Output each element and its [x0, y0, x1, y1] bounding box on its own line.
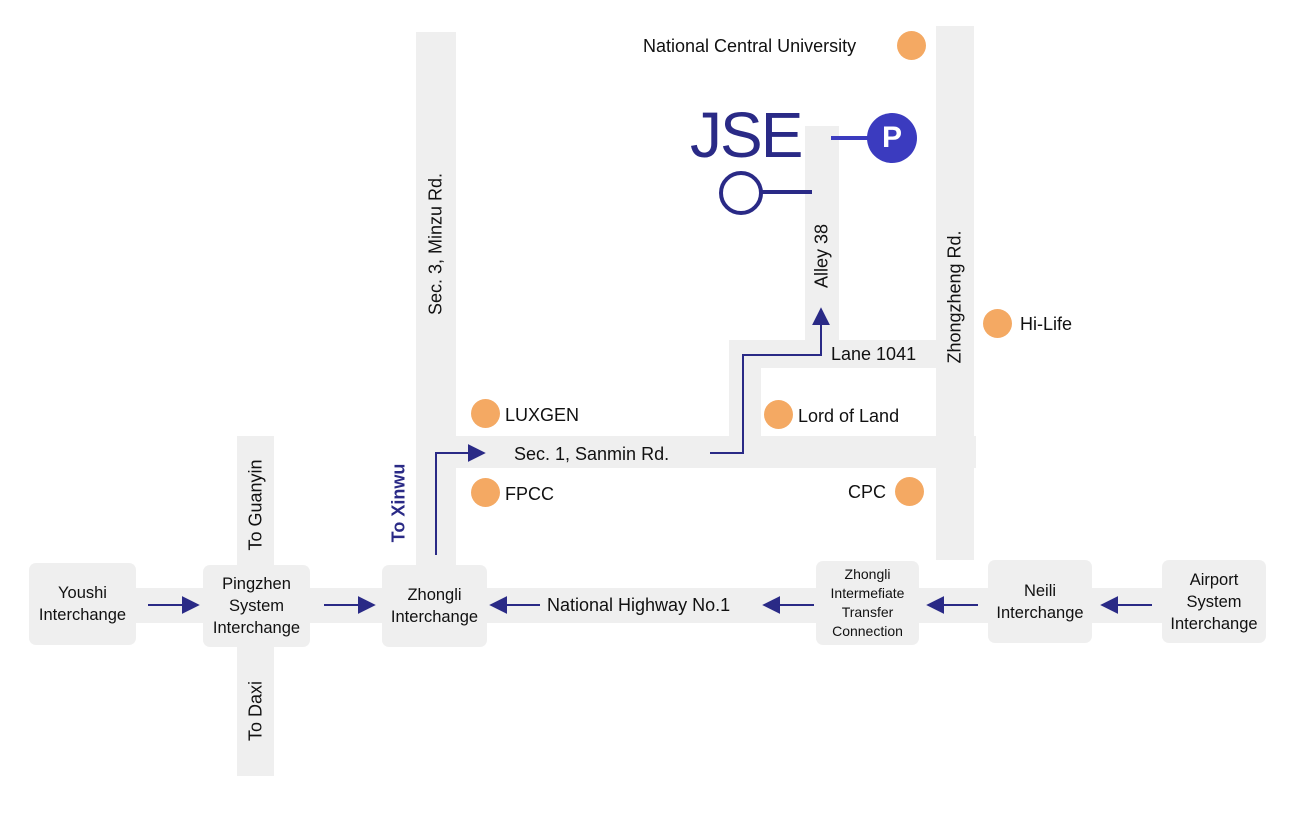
label-lane-1041: Lane 1041 [831, 344, 917, 364]
route-sanmin-to-alley [710, 307, 830, 454]
poi-label-luxgen: LUXGEN [505, 405, 580, 425]
label-sanmin-rd: Sec. 1, Sanmin Rd. [514, 444, 670, 464]
poi-label-lord-of-land: Lord of Land [798, 406, 900, 426]
interchange-label: Intermefiate [830, 585, 905, 601]
parking-icon: P [867, 113, 917, 163]
poi-marker-luxgen [471, 399, 500, 428]
poi-label-ncu: National Central University [643, 36, 857, 56]
poi-marker-cpc [895, 477, 924, 506]
company-logo: JSE [690, 99, 803, 171]
parking-symbol: P [881, 121, 902, 154]
interchange-label: Neili [1023, 581, 1057, 600]
poi-label-hilife: Hi-Life [1020, 314, 1073, 334]
poi-marker-ncu [897, 31, 926, 60]
interchange-label: Zhongli [844, 566, 891, 582]
interchange-label: Interchange [212, 619, 301, 637]
interchange-label: System [1186, 592, 1242, 611]
road-zhongzheng [936, 26, 974, 560]
interchange-label: Airport [1189, 570, 1239, 589]
road-lane-1041-connector [729, 340, 761, 440]
poi-label-cpc: CPC [848, 482, 887, 502]
interchange-label: Pingzhen [222, 575, 291, 593]
interchange-label: Interchange [38, 606, 127, 624]
poi-marker-fpcc [471, 478, 500, 507]
interchange-label: Youshi [58, 584, 107, 602]
interchange-label: Zhongli [407, 586, 462, 604]
interchange-label: Interchange [390, 608, 479, 626]
interchange-label: Interchange [1170, 614, 1258, 633]
poi-marker-lord-of-land [764, 400, 793, 429]
poi-marker-hilife [983, 309, 1012, 338]
route-zhongli-to-sanmin [435, 444, 486, 555]
interchange-label: Interchange [996, 603, 1084, 622]
interchange-label: Transfer [841, 604, 894, 620]
interchange-label: System [228, 597, 284, 615]
road-sanmin [416, 436, 976, 468]
label-national-highway: National Highway No.1 [547, 595, 731, 615]
magnifier-icon [719, 171, 812, 215]
interchange-label: Connection [832, 623, 903, 639]
poi-label-fpcc: FPCC [505, 484, 554, 504]
